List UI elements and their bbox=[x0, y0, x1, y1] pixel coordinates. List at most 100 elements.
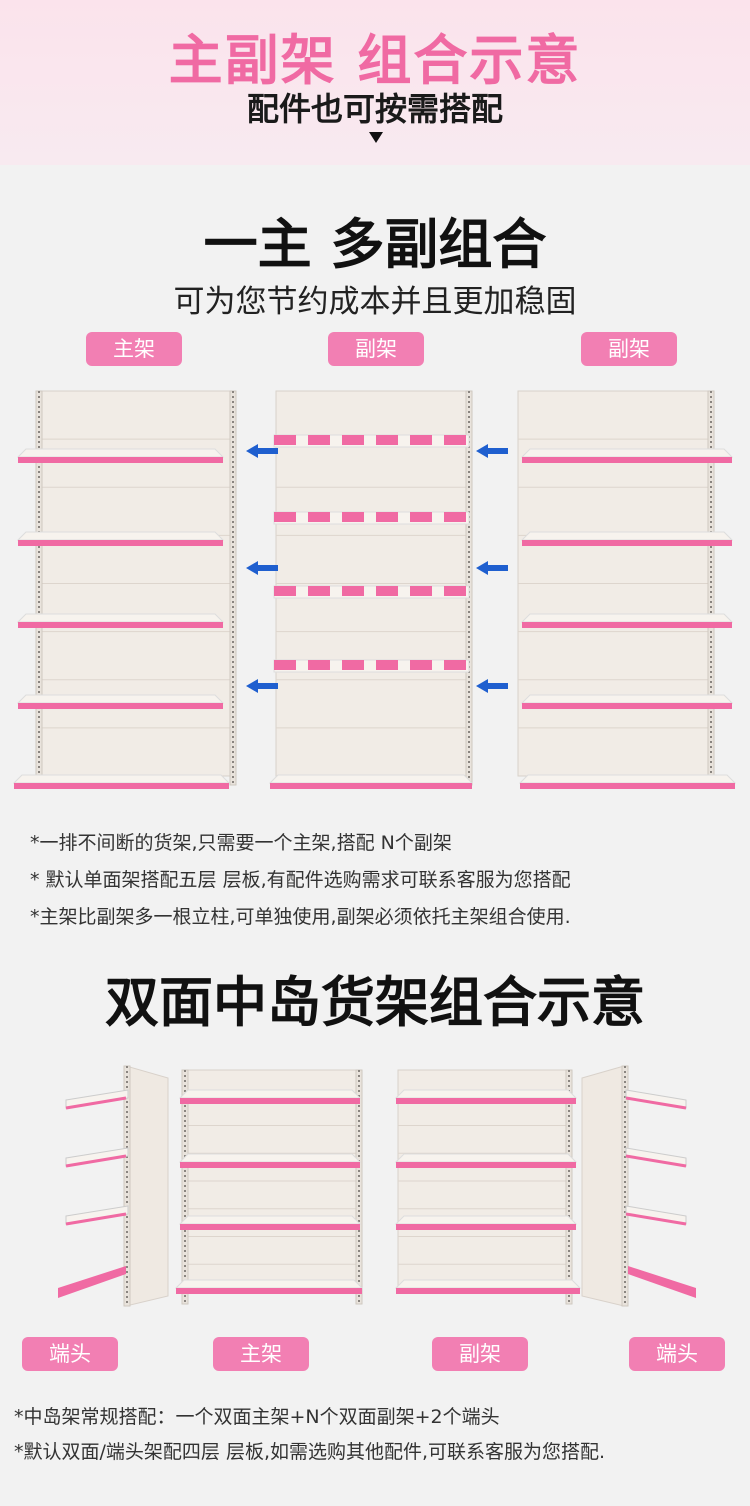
shelf-price-strip bbox=[444, 435, 466, 445]
shelf-price-strip bbox=[444, 512, 466, 522]
shelf-board bbox=[520, 448, 734, 458]
shelf-price-strip bbox=[274, 435, 296, 445]
shelf-price-strip bbox=[522, 457, 732, 463]
shelf-price-strip bbox=[65, 1096, 127, 1110]
shelf-price-strip bbox=[522, 622, 732, 628]
label-main-shelf-double: 主架 bbox=[213, 1337, 309, 1371]
shelf-price-strip bbox=[176, 1288, 362, 1294]
shelf-price-strip bbox=[625, 1212, 687, 1226]
shelf-board bbox=[273, 434, 470, 448]
shelf-price-strip bbox=[376, 586, 398, 596]
shelf-price-strip bbox=[522, 703, 732, 709]
shelf-board bbox=[394, 1215, 578, 1225]
shelf-price-strip bbox=[376, 512, 398, 522]
shelf-board bbox=[520, 694, 734, 704]
shelf-price-strip bbox=[18, 457, 223, 463]
arrow-left-icon bbox=[476, 679, 508, 693]
label-sub-shelf-1: 副架 bbox=[328, 332, 424, 366]
page-subtitle: 配件也可按需搭配 bbox=[246, 90, 503, 128]
shelf-price-strip bbox=[410, 435, 432, 445]
end-cap-base bbox=[58, 1266, 126, 1298]
shelf-price-strip bbox=[308, 512, 330, 522]
end-cap-base bbox=[628, 1266, 696, 1298]
end-cap-shelf bbox=[65, 1089, 129, 1109]
shelf-price-strip bbox=[396, 1288, 580, 1294]
shelf-board bbox=[12, 774, 231, 784]
shelf-price-strip bbox=[342, 512, 364, 522]
page-title: 主副架 组合示意 bbox=[168, 29, 582, 92]
arrow-left-icon bbox=[246, 561, 278, 575]
shelf-board bbox=[273, 585, 470, 599]
shelf-board bbox=[394, 1279, 582, 1289]
shelf-price-strip bbox=[274, 660, 296, 670]
shelf-board bbox=[178, 1089, 362, 1099]
shelf-board bbox=[16, 531, 225, 541]
shelf-price-strip bbox=[625, 1154, 687, 1168]
shelf-price-strip bbox=[396, 1162, 576, 1168]
shelf-board bbox=[520, 531, 734, 541]
shelf-price-strip bbox=[274, 586, 296, 596]
label-end-cap-right: 端头 bbox=[629, 1337, 725, 1371]
section1-note-1: *一排不间断的货架,只需要一个主架,搭配 N个副架 bbox=[30, 832, 452, 854]
shelf-price-strip bbox=[376, 435, 398, 445]
shelf-price-strip bbox=[410, 660, 432, 670]
label-end-cap-left: 端头 bbox=[22, 1337, 118, 1371]
shelf-price-strip bbox=[625, 1096, 687, 1110]
end-cap-panel bbox=[125, 1065, 169, 1307]
section1-heading: 一主 多副组合 bbox=[203, 213, 547, 276]
shelf-price-strip bbox=[308, 586, 330, 596]
shelf-price-strip bbox=[270, 783, 472, 789]
shelf-board bbox=[273, 659, 470, 673]
section2-note-1: *中岛架常规搭配：一个双面主架+N个双面副架+2个端头 bbox=[14, 1406, 500, 1428]
shelf-price-strip bbox=[65, 1154, 127, 1168]
arrow-left-icon bbox=[246, 444, 278, 458]
shelf-board bbox=[273, 511, 470, 525]
shelf-price-strip bbox=[342, 660, 364, 670]
shelf-price-strip bbox=[396, 1224, 576, 1230]
shelf-price-strip bbox=[522, 540, 732, 546]
shelf-price-strip bbox=[396, 1098, 576, 1104]
end-cap-panel bbox=[581, 1065, 625, 1307]
shelf-price-strip bbox=[274, 512, 296, 522]
shelf-board bbox=[394, 1089, 578, 1099]
shelf-price-strip bbox=[308, 435, 330, 445]
shelf-price-strip bbox=[342, 586, 364, 596]
shelf-board bbox=[520, 613, 734, 623]
shelf-price-strip bbox=[342, 435, 364, 445]
shelf-board bbox=[16, 694, 225, 704]
double-sided-island-shelf-illustration bbox=[58, 1065, 696, 1307]
label-sub-shelf-2: 副架 bbox=[581, 332, 677, 366]
label-main-shelf: 主架 bbox=[86, 332, 182, 366]
single-sided-shelf-illustration bbox=[12, 390, 737, 789]
shelf-price-strip bbox=[180, 1098, 360, 1104]
shelf-price-strip bbox=[308, 660, 330, 670]
section1-note-2: * 默认单面架搭配五层 层板,有配件选购需求可联系客服为您搭配 bbox=[30, 869, 571, 891]
shelf-board bbox=[16, 613, 225, 623]
shelf-board bbox=[16, 448, 225, 458]
shelf-price-strip bbox=[65, 1212, 127, 1226]
shelf-price-strip bbox=[444, 586, 466, 596]
chevron-down-icon bbox=[369, 132, 383, 143]
shelf-board bbox=[268, 774, 474, 784]
shelf-board bbox=[178, 1153, 362, 1163]
section2-note-2: *默认双面/端头架配四层 层板,如需选购其他配件,可联系客服为您搭配. bbox=[14, 1441, 606, 1463]
shelf-price-strip bbox=[520, 783, 735, 789]
shelf-price-strip bbox=[18, 622, 223, 628]
section1-note-3: *主架比副架多一根立柱,可单独使用,副架必须依托主架组合使用. bbox=[30, 906, 571, 928]
shelf-price-strip bbox=[180, 1162, 360, 1168]
shelf-board bbox=[174, 1279, 364, 1289]
label-sub-shelf-double: 副架 bbox=[432, 1337, 528, 1371]
section1-subheading: 可为您节约成本并且更加稳固 bbox=[173, 284, 577, 320]
shelf-price-strip bbox=[444, 660, 466, 670]
shelf-price-strip bbox=[410, 586, 432, 596]
arrow-left-icon bbox=[476, 444, 508, 458]
arrow-left-icon bbox=[476, 561, 508, 575]
shelf-price-strip bbox=[18, 703, 223, 709]
shelf-board bbox=[518, 774, 737, 784]
shelf-price-strip bbox=[180, 1224, 360, 1230]
shelf-price-strip bbox=[18, 540, 223, 546]
section2-heading: 双面中岛货架组合示意 bbox=[105, 971, 645, 1034]
end-cap-shelf bbox=[65, 1147, 129, 1167]
shelf-price-strip bbox=[376, 660, 398, 670]
shelf-board bbox=[394, 1153, 578, 1163]
